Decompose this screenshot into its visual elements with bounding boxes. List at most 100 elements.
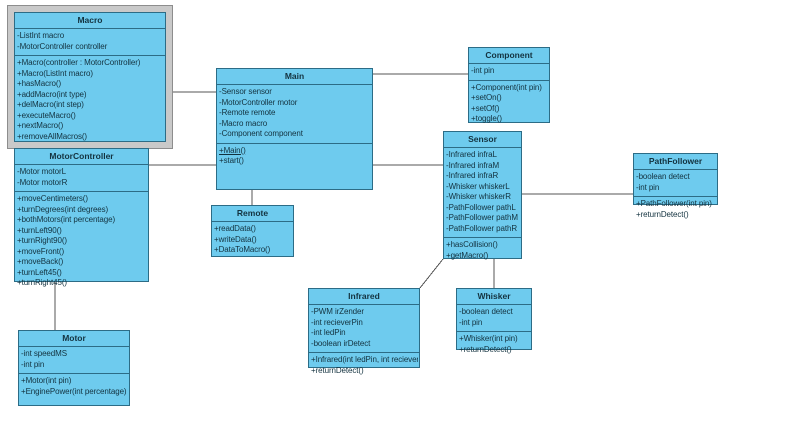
class-name-remote: Remote	[212, 206, 293, 222]
attribute: -PathFollower pathR	[446, 223, 518, 233]
operation: +toggle()	[471, 114, 502, 123]
operation: +returnDetect()	[636, 209, 689, 219]
operation: +turnLeft90()	[17, 225, 62, 235]
class-name-motor: Motor	[19, 331, 129, 347]
attribute: -int recieverPin	[311, 317, 363, 327]
class-name-main: Main	[217, 69, 372, 85]
operation: +moveBack()	[17, 257, 64, 266]
class-name-sensor: Sensor	[444, 132, 521, 148]
operation: +getMacro()	[446, 250, 489, 260]
operation: +addMacro(int type)	[17, 89, 87, 99]
attributes-compartment-motor: -int speedMS-int pin	[19, 347, 129, 374]
attribute: -int speedMS	[21, 349, 67, 358]
attributes-compartment-main: -Sensor sensor-MotorController motor-Rem…	[217, 85, 372, 144]
attribute: -Whisker whiskerR	[446, 192, 511, 201]
operation: +returnDetect()	[459, 344, 512, 354]
operation: +start()	[219, 156, 244, 165]
operations-compartment-main: +Main()+start()	[217, 144, 372, 170]
operation: +Infrared(int ledPin, int recieverPin)	[311, 355, 418, 364]
attributes-compartment-pathfollower: -boolean detect-int pin	[634, 170, 717, 197]
operation: +Component(int pin)	[471, 82, 542, 92]
operation: +Motor(int pin)	[21, 376, 72, 385]
operation: +nextMacro()	[17, 121, 64, 130]
operations-compartment-macro: +Macro(controller : MotorController)+Mac…	[15, 56, 165, 145]
attribute: -int pin	[636, 182, 660, 192]
uml-class-component[interactable]: Component-int pin+Component(int pin)+set…	[468, 47, 550, 123]
uml-class-main[interactable]: Main-Sensor sensor-MotorController motor…	[216, 68, 373, 190]
operation: +hasCollision()	[446, 240, 498, 249]
operations-compartment-sensor: +hasCollision()+getMacro()	[444, 238, 521, 264]
operations-compartment-whisker: +Whisker(int pin)+returnDetect()	[457, 332, 531, 358]
attribute: -int pin	[471, 66, 495, 75]
operations-compartment-infrared: +Infrared(int ledPin, int recieverPin)+r…	[309, 353, 419, 379]
operation: +turnLeft45()	[17, 267, 62, 277]
attribute: -boolean detect	[459, 307, 513, 316]
attribute: -int ledPin	[311, 328, 346, 337]
uml-class-pathfollower[interactable]: PathFollower-boolean detect-int pin+Path…	[633, 153, 718, 219]
attribute: -int pin	[459, 317, 483, 327]
operation: +moveCentimeters()	[17, 194, 88, 203]
operation: +returnDetect()	[311, 365, 364, 375]
operation: +Macro(ListInt macro)	[17, 68, 93, 78]
uml-class-infrared[interactable]: Infrared-PWM irZender-int recieverPin-in…	[308, 288, 420, 375]
attribute: -int pin	[21, 359, 45, 369]
attribute: -Motor motorL	[17, 167, 66, 176]
attribute: -PathFollower pathM	[446, 213, 518, 222]
operation: +EnginePower(int percentage)	[21, 386, 127, 396]
attribute: -Macro macro	[219, 118, 268, 128]
operations-compartment-component: +Component(int pin)+setOn()+setOf()+togg…	[469, 81, 549, 128]
operation: +delMacro(int step)	[17, 100, 84, 109]
operations-compartment-remote: +readData()+writeData()+DataToMacro()	[212, 222, 293, 259]
attribute: -Motor motorR	[17, 177, 68, 187]
uml-class-sensor[interactable]: Sensor-Infrared infraL-Infrared infraM-I…	[443, 131, 522, 260]
operations-compartment-motorcontroller: +moveCentimeters()+turnDegrees(int degre…	[15, 192, 148, 292]
uml-class-macro[interactable]: Macro-ListInt macro-MotorController cont…	[8, 6, 172, 148]
attribute: -PWM irZender	[311, 307, 364, 316]
attribute: -boolean detect	[636, 172, 690, 181]
operation: +DataToMacro()	[214, 245, 271, 254]
operation: +setOf()	[471, 103, 500, 113]
attributes-compartment-sensor: -Infrared infraL-Infrared infraM-Infrare…	[444, 148, 521, 238]
attribute: -Remote remote	[219, 108, 276, 117]
edge-sensor-to-infrared	[419, 258, 444, 289]
operation: +executeMacro()	[17, 110, 76, 120]
class-name-component: Component	[469, 48, 549, 64]
uml-class-motor[interactable]: Motor-int speedMS-int pin+Motor(int pin)…	[18, 330, 130, 406]
operation: +moveFront()	[17, 246, 65, 256]
operation: +readData()	[214, 224, 256, 233]
attribute: -MotorController motor	[219, 97, 298, 107]
uml-class-whisker[interactable]: Whisker-boolean detect-int pin+Whisker(i…	[456, 288, 532, 354]
operation: +setOn()	[471, 93, 502, 102]
attribute: -Sensor sensor	[219, 87, 272, 96]
class-name-pathfollower: PathFollower	[634, 154, 717, 170]
attributes-compartment-infrared: -PWM irZender-int recieverPin-int ledPin…	[309, 305, 419, 353]
uml-class-remote[interactable]: Remote+readData()+writeData()+DataToMacr…	[211, 205, 294, 257]
attribute: -boolean irDetect	[311, 338, 371, 348]
operations-compartment-motor: +Motor(int pin)+EnginePower(int percenta…	[19, 374, 129, 400]
attribute: -Component component	[219, 129, 303, 138]
operation: +writeData()	[214, 234, 257, 244]
operations-compartment-pathfollower: +PathFollower(int pin)+returnDetect()	[634, 197, 717, 223]
attribute: -Infrared infraM	[446, 160, 500, 170]
attribute: -Infrared infraL	[446, 150, 497, 159]
uml-class-motorcontroller[interactable]: MotorController-Motor motorL-Motor motor…	[14, 148, 149, 287]
attributes-compartment-component: -int pin	[469, 64, 549, 81]
attributes-compartment-whisker: -boolean detect-int pin	[457, 305, 531, 332]
operation: +Whisker(int pin)	[459, 334, 518, 343]
operation: +bothMotors(int percentage)	[17, 215, 116, 224]
operation: +turnRight90()	[17, 236, 67, 245]
operation: +hasMacro()	[17, 79, 62, 88]
attribute: -ListInt macro	[17, 31, 65, 40]
attribute: -PathFollower pathL	[446, 202, 516, 212]
operation: +turnRight45()	[17, 278, 67, 287]
attributes-compartment-motorcontroller: -Motor motorL-Motor motorR	[15, 165, 148, 192]
operation: +PathFollower(int pin)	[636, 199, 712, 208]
operation: +turnDegrees(int degrees)	[17, 204, 109, 214]
operation: +Main()	[219, 145, 246, 155]
class-name-infrared: Infrared	[309, 289, 419, 305]
attributes-compartment-macro: -ListInt macro-MotorController controlle…	[15, 29, 165, 56]
attribute: -MotorController controller	[17, 41, 108, 51]
attribute: -Infrared infraR	[446, 171, 499, 180]
class-name-whisker: Whisker	[457, 289, 531, 305]
